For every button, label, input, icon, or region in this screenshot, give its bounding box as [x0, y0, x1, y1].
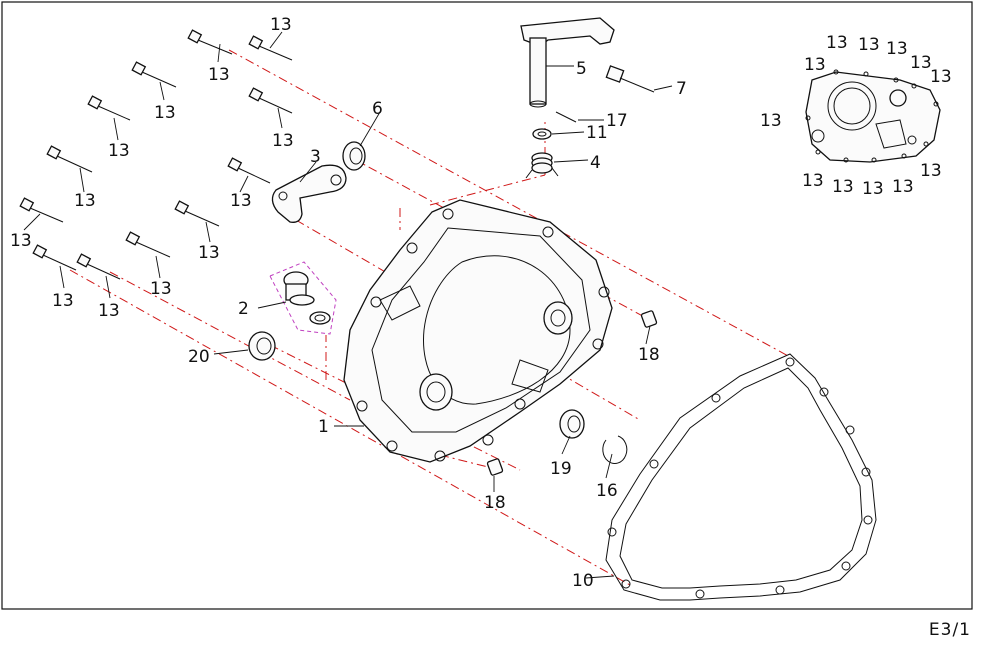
bolt — [76, 253, 121, 280]
shift-shaft-part-5 — [520, 17, 615, 108]
callout-13: 13 — [230, 191, 252, 211]
bracket-part-3 — [271, 164, 347, 223]
leader-lines — [23, 31, 673, 579]
inset-callout-13: 13 — [858, 35, 880, 55]
filler-cap-outline — [269, 261, 337, 335]
callout-13: 13 — [154, 103, 176, 123]
callout-2: 10 — [572, 571, 594, 591]
inset-callout-13: 13 — [910, 53, 932, 73]
inset-callout-13: 13 — [826, 33, 848, 53]
callout-13: 13 — [270, 15, 292, 35]
callout-13: 13 — [74, 191, 96, 211]
callout-19: 19 — [550, 459, 572, 479]
inset-callout-13: 13 — [832, 177, 854, 197]
dowel-pin-part-17 — [640, 310, 658, 328]
callout-16: 17 — [606, 111, 628, 131]
bolt — [125, 231, 171, 258]
bolt-part-7 — [605, 65, 655, 93]
bolt — [131, 61, 177, 88]
inset-callout-13: 13 — [920, 161, 942, 181]
bolt — [87, 95, 131, 121]
oil-seal-part-20 — [248, 331, 276, 361]
callout-11: 11 — [586, 123, 608, 143]
callout-13: 13 — [98, 301, 120, 321]
callout-6: 4 — [590, 153, 601, 173]
callout-13: 13 — [198, 243, 220, 263]
callout-10: 6 — [372, 99, 383, 119]
callout-4: 2 — [238, 299, 249, 319]
callout-labels: 13 13 13 13 13 13 13 13 13 13 13 13 6 3 … — [10, 15, 952, 591]
bolt — [248, 35, 293, 61]
bolt — [46, 145, 93, 173]
washer-part-11 — [532, 128, 552, 140]
callout-13: 13 — [108, 141, 130, 161]
oil-seal-part-10 — [342, 141, 366, 171]
callout-13: 13 — [52, 291, 74, 311]
page-id-label: E3/1 — [928, 620, 971, 640]
inset-callout-13: 13 — [886, 39, 908, 59]
inset-callout-13: 13 — [862, 179, 884, 199]
bolt — [227, 157, 271, 184]
bolt — [187, 29, 233, 55]
callout-17: 18 — [484, 493, 506, 513]
inset-cover-thumbnail — [805, 69, 941, 163]
gasket-part-2 — [605, 353, 877, 601]
callout-20: 20 — [188, 347, 210, 367]
callout-18: 16 — [596, 481, 618, 501]
callout-5: 5 — [576, 59, 587, 79]
spring-part-6 — [525, 152, 559, 179]
inset-callout-13: 13 — [930, 67, 952, 87]
bolt — [174, 200, 220, 227]
bolt — [19, 197, 64, 223]
inset-callout-13: 13 — [760, 111, 782, 131]
pin-part-16 — [555, 111, 577, 123]
inset-callout-13: 13 — [892, 177, 914, 197]
callout-7: 7 — [676, 79, 687, 99]
inset-callout-13: 13 — [802, 171, 824, 191]
crankcase-cover-part-1 — [343, 199, 613, 463]
callout-17: 18 — [638, 345, 660, 365]
oil-seal-part-19 — [559, 409, 585, 439]
bolt-group — [19, 29, 293, 280]
dowel-pin-part-17 — [486, 458, 504, 476]
inset-callout-13: 13 — [804, 55, 826, 75]
filler-cap-part-4 — [283, 271, 331, 325]
bolt — [32, 244, 77, 271]
circlip-part-18 — [602, 435, 628, 464]
callout-13: 13 — [150, 279, 172, 299]
callout-13: 13 — [208, 65, 230, 85]
bolt — [248, 87, 293, 114]
callout-3: 3 — [310, 147, 321, 167]
callout-13: 13 — [10, 231, 32, 251]
diagram-frame — [1, 1, 973, 610]
callout-1: 1 — [318, 417, 329, 437]
callout-13: 13 — [272, 131, 294, 151]
